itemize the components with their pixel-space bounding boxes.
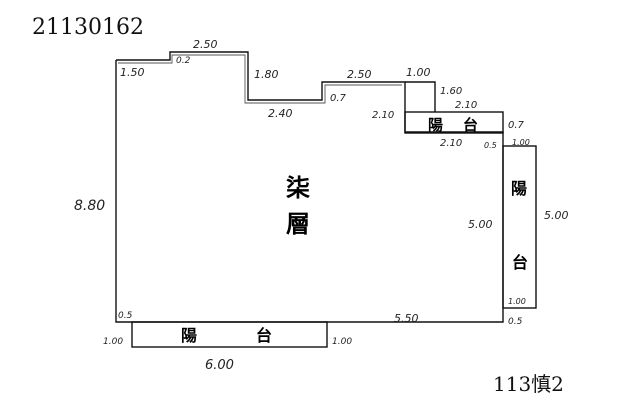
dim-bottom-wall: 5.50 xyxy=(394,312,419,325)
balcony-right-char1: 陽 xyxy=(511,179,527,198)
dim-bottom-balcony-left: 1.00 xyxy=(103,337,123,347)
dim-notch-rise: 0.7 xyxy=(330,93,347,104)
dim-bottom-balcony-right: 1.00 xyxy=(332,337,352,347)
dim-balcony-side: 0.7 xyxy=(508,120,525,131)
main-room-label-line2: 層 xyxy=(286,209,310,238)
dim-right-inner-height: 5.00 xyxy=(468,218,493,231)
dim-top-left: 1.50 xyxy=(120,66,145,79)
dim-top-step-small: 0.2 xyxy=(176,56,191,66)
dim-balcony-top-width: 2.10 xyxy=(455,100,477,111)
dim-balcony-bottom-width: 2.10 xyxy=(440,138,462,149)
dim-top-mid-width: 2.50 xyxy=(347,68,372,81)
dim-notch-drop: 1.80 xyxy=(254,68,279,81)
balcony-right-char2: 台 xyxy=(512,253,528,272)
dim-bottom-balcony-width: 6.00 xyxy=(205,358,234,373)
dim-left-height: 8.80 xyxy=(74,198,105,214)
dim-right-balcony-bottom: 1.00 xyxy=(508,297,526,306)
main-room-outline xyxy=(115,51,504,323)
dim-small-step: 1.60 xyxy=(440,86,462,97)
balcony-right xyxy=(502,145,537,309)
top-edge-trace xyxy=(118,54,402,104)
dim-corner-bottom-left: 0.5 xyxy=(118,311,133,321)
dim-corner-small: 0.5 xyxy=(484,141,497,150)
balcony-bottom-char2: 台 xyxy=(256,326,272,345)
main-room-label-line1: 柒 xyxy=(286,173,310,202)
dim-balcony-left-height: 2.10 xyxy=(372,110,394,121)
balcony-top-right xyxy=(404,111,504,134)
lot-number: 113慎2 xyxy=(493,372,564,396)
dim-right-outer-height: 5.00 xyxy=(544,209,569,222)
dim-corner-bottom-right: 0.5 xyxy=(508,317,523,327)
balcony-top-right-char1: 陽 xyxy=(428,116,443,134)
balcony-top-right-char2: 台 xyxy=(463,116,478,134)
dim-notch-bottom: 2.40 xyxy=(268,107,293,120)
dim-right-balcony-top: 1.00 xyxy=(512,138,530,147)
document-id: 21130162 xyxy=(32,15,144,40)
dim-top-right-seg: 1.00 xyxy=(406,66,431,79)
balcony-top-step xyxy=(405,81,436,112)
dim-top-step-width: 2.50 xyxy=(193,38,218,51)
balcony-bottom-char1: 陽 xyxy=(181,326,197,345)
balcony-bottom xyxy=(131,321,328,348)
